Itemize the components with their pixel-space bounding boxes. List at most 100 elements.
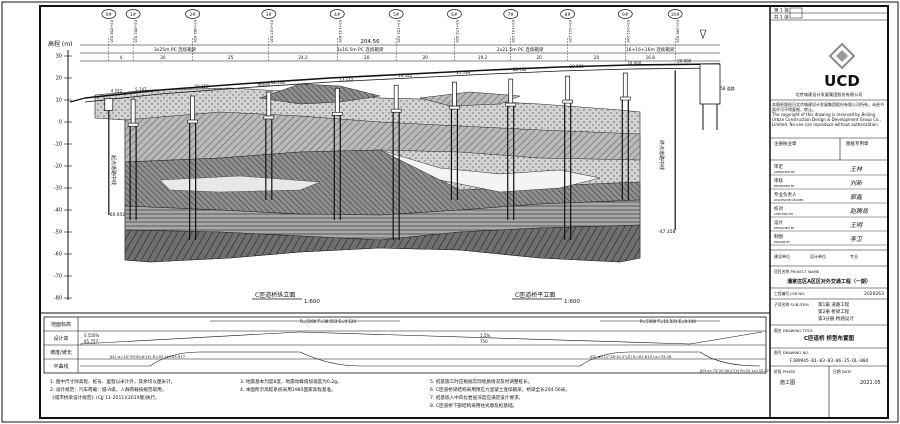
total-length-label: 204.56 bbox=[360, 39, 380, 45]
pier-station: K3+107.626 bbox=[269, 20, 273, 43]
signature: 王明 bbox=[850, 222, 863, 229]
span-length: 24.2 bbox=[298, 55, 308, 60]
signature: 赵腾岳 bbox=[850, 207, 869, 215]
subitem-label: 子项名称 SUB-ITEM bbox=[774, 302, 809, 307]
pier-label-6: 6#K3+172.026 bbox=[447, 9, 462, 62]
table-header-design: 设计高 bbox=[53, 335, 68, 342]
category-discipline: 专业 bbox=[850, 253, 858, 259]
category-owner: 建设单位 bbox=[774, 253, 790, 259]
deck-elevation: 20.000 bbox=[570, 64, 584, 69]
grade-left-value: 0.550% bbox=[84, 333, 99, 338]
note-line: 3. 地震基本烈度8度，地震动峰值加速度为0.2g。 bbox=[240, 378, 342, 385]
deck-elevation: 13.215 bbox=[339, 76, 353, 81]
sheet-number: 第 1 张 bbox=[774, 7, 789, 14]
pier-station: K3+062.626 bbox=[134, 20, 138, 43]
span-length: 16.8 bbox=[646, 55, 656, 60]
ground-line-label: 地面线 bbox=[258, 81, 270, 87]
drawing-title: C匝道桥 桥型布置图 bbox=[804, 334, 854, 342]
curve-note-jd3: JD3 α=73°25'40.2"(Y) R=25 Ls=33.274 bbox=[699, 369, 772, 373]
note-line: 7. 桩基嵌入中风化岩层深度应满足设计要求。 bbox=[430, 394, 523, 401]
signature-role-en: DISCIPLINE LEADER bbox=[774, 198, 803, 202]
span-length: 20 bbox=[423, 55, 429, 60]
elevation-tick: 0 bbox=[59, 120, 62, 126]
note-line: 8. C匝道桥下部结构采用柱式墩及桩基础。 bbox=[430, 402, 517, 409]
pier-station: K3+231.226 bbox=[626, 20, 630, 43]
drawing-no: FJ09945-01-03-03-06-35-QL-004 bbox=[790, 358, 869, 364]
pier-name: 2# bbox=[190, 12, 197, 17]
pier-9 bbox=[619, 72, 631, 200]
signature-role: 专业负责人 bbox=[774, 191, 797, 198]
pier-label-0: 0#K3+058.626 bbox=[101, 9, 117, 62]
pier-label-4: 4#K3+131.826 bbox=[329, 9, 345, 62]
subitem-2: 第2册 桥梁工程 bbox=[818, 308, 850, 315]
elevation-tick: -70 bbox=[54, 274, 62, 280]
grade-mid-length: 750 bbox=[480, 339, 488, 344]
deck-elevation: 4.222 bbox=[111, 88, 123, 93]
span-length: 20 bbox=[594, 55, 600, 60]
pier-label-3: 3# K3+107.626 bbox=[261, 9, 277, 62]
vertical-curve-left: R=5500 T=38.553 E=0.124 bbox=[300, 319, 356, 324]
company-name: 北京城建设计发展集团股份有限公司 bbox=[795, 91, 862, 98]
signature-role: 制图 bbox=[774, 233, 783, 240]
elevation-tick: -60 bbox=[54, 252, 62, 258]
phase-label: 阶段 PHASE bbox=[774, 369, 796, 374]
section-labels: C匝道桥纵立面 1:600 C匝道桥平立面 1:600 bbox=[252, 291, 580, 305]
bottom-elev-left: -60.650 bbox=[108, 212, 126, 218]
note-line: 6. C匝道桥梁结构采用预应力混凝土连续箱梁，桥梁全长204.56米。 bbox=[430, 386, 570, 393]
date-label: 日期 DATE bbox=[833, 369, 852, 374]
elevation-tick: 20 bbox=[56, 76, 62, 82]
pier-station: K3+248.026 bbox=[676, 20, 680, 43]
signature-role-en: CHECKED BY bbox=[774, 212, 793, 216]
pier-station: K3+172.026 bbox=[455, 20, 459, 43]
signature-role-en: DESIGNED BY bbox=[774, 226, 795, 230]
deck-elevation: 17.789 bbox=[456, 70, 470, 75]
span-group-2: 3x16.5m PC 连续箱梁 bbox=[337, 46, 384, 53]
phase-value: 施工图 bbox=[780, 379, 795, 386]
pier-2 bbox=[187, 95, 198, 240]
job-no: 2020263 bbox=[864, 291, 884, 297]
subitem-1: 第1篇 道路工程 bbox=[818, 301, 850, 308]
copyright-text: 本图纸版权归北京城建设计发展集团股份有限公司所有，未经书面许可不得复制、转让。 … bbox=[772, 102, 886, 127]
signature: 刘新 bbox=[850, 179, 863, 187]
span-length: 20 bbox=[537, 55, 543, 60]
pier-label-2: 2# K3+082.626 bbox=[185, 9, 200, 62]
pier-station: K3+058.626 bbox=[109, 20, 113, 43]
pier-label-9: 9#K3+231.226 bbox=[617, 9, 633, 62]
pier-name: 3# bbox=[266, 12, 273, 17]
deck-elevation: 18.742 bbox=[513, 67, 527, 72]
pier-label-8: 8#K3+211.226 bbox=[560, 9, 576, 62]
pier-8 bbox=[562, 75, 573, 240]
signature-role-en: APPROVED BY bbox=[774, 170, 795, 174]
logo-text: UCD bbox=[824, 72, 860, 90]
pier-station-header: 0#K3+058.626 1#K3+062.626 2# K3+082.626 3# K3… bbox=[101, 9, 683, 62]
span-group-3: 2x21.5m PC 连续箱梁 bbox=[497, 46, 544, 53]
vertical-curve-right: R=5300 T=15.331 E=0.144 bbox=[640, 319, 696, 324]
span-length: 25 bbox=[228, 55, 234, 60]
pier-station: K3+211.226 bbox=[568, 20, 572, 43]
pier-station: K3+082.626 bbox=[193, 20, 197, 43]
table-header-ground: 地面标高 bbox=[51, 321, 71, 328]
note-line: 4. 本图所示高程系统采用1985国家高程基准。 bbox=[240, 386, 336, 393]
bridge-deck bbox=[69, 63, 721, 103]
pier-name: 10# bbox=[671, 12, 680, 17]
signature: 郭鑫 bbox=[850, 193, 863, 201]
grade-mid-value: 1.5% bbox=[480, 333, 490, 338]
deck-elevation: 20.000 bbox=[677, 58, 691, 63]
pier-label-1: 1#K3+062.626 bbox=[125, 9, 141, 62]
section-left-label: C匝道桥纵立面 bbox=[255, 291, 295, 299]
signature-role-en: REVIEWED BY bbox=[774, 184, 795, 188]
pier-station: K3+191.226 bbox=[511, 20, 515, 43]
ucd-logo: UCD bbox=[824, 42, 860, 90]
pier-station: K3+152.026 bbox=[397, 20, 401, 43]
pier-7 bbox=[505, 78, 517, 220]
span-length: 19.2 bbox=[478, 55, 488, 60]
signature-role: 审核 bbox=[774, 177, 783, 184]
pier-label-7: 7#K3+191.226 bbox=[503, 9, 519, 62]
span-group-1: 3x25m PC 连续箱梁 bbox=[154, 46, 197, 53]
